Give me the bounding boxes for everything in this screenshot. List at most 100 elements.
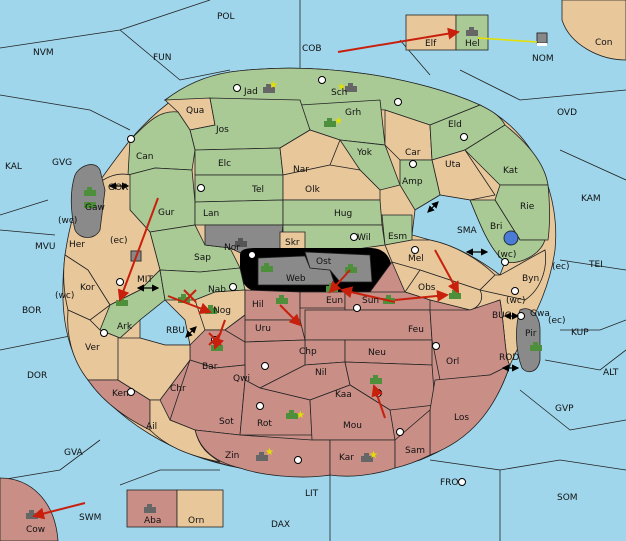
label-Rot: Rot [257,419,272,429]
label-Elf: Elf [425,39,437,49]
province-Uru[interactable] [244,319,306,343]
label-Mou: Mou [343,421,362,431]
province-Neu[interactable] [344,339,433,366]
province-Elc[interactable] [194,147,284,176]
connectors [108,182,520,372]
label-Olk: Olk [305,185,321,195]
label-Ken: Ken [112,389,129,399]
label-Aba: Aba [144,516,161,526]
label-BOR: BOR [22,306,41,316]
label-Nil: Nil [315,368,327,378]
label-Bri: Bri [490,222,502,232]
label-COB: COB [302,44,322,54]
province-Tel[interactable] [194,174,284,203]
label-Her: Her [69,240,85,250]
label-Rie: Rie [520,202,535,212]
label-Bar: Bar [202,362,218,372]
label-wc4: (wc) [506,296,525,306]
label-Con: Con [595,38,613,48]
label-ec3: (ec) [548,316,566,326]
label-Ost: Ost [316,257,332,267]
label-Sap: Sap [194,253,211,263]
province-Kor[interactable] [63,254,111,321]
label-BUC: BUC [492,311,511,321]
label-Jad: Jad [243,87,258,97]
label-Los: Los [454,413,469,423]
label-Nor: Nor [224,243,240,253]
svg-text:★: ★ [337,82,346,93]
province-Chr[interactable] [117,337,191,401]
province-Orn[interactable] [176,489,224,528]
label-Ail: Ail [146,422,157,432]
label-NVM: NVM [33,48,54,58]
province-Hel[interactable] [455,14,489,51]
label-DOR: DOR [27,371,47,381]
province-Mou[interactable] [309,384,396,441]
province-Yok[interactable] [339,139,401,191]
label-OVD: OVD [557,108,577,118]
label-MVU: MVU [35,242,56,252]
label-Kar: Kar [339,453,354,463]
label-GOR: GOR [108,183,128,193]
orders [32,27,538,520]
label-FRO: FRO [440,478,459,488]
province-Ail[interactable] [149,399,221,463]
labels: POL NVM FUN COB Elf Hel NOM Con OVD KAL … [5,12,619,535]
province-Pir[interactable] [516,308,541,373]
label-Eld: Eld [448,120,462,130]
label-Gur: Gur [158,208,175,218]
label-wc1: (wc) [58,216,77,226]
label-ROD: ROD [499,353,519,363]
label-TEI: TEI [588,260,603,270]
province-Hug[interactable] [282,199,383,226]
label-Uru: Uru [255,324,271,334]
label-Eun: Eun [326,296,343,306]
label-Nar: Nar [293,165,309,175]
label-Hug: Hug [334,209,352,219]
label-GVG: GVG [52,158,72,168]
label-Zin: Zin [225,451,239,461]
province-Nar[interactable] [279,129,341,176]
label-Nog: Nog [213,306,231,316]
label-Qua: Qua [186,106,204,116]
supply-centers [100,76,525,486]
label-RBU: RBU [166,326,185,336]
label-Mel: Mel [408,254,424,264]
province-Sam[interactable] [394,409,431,469]
label-Kaa: Kaa [335,390,352,400]
label-Hel: Hel [465,39,480,49]
province-Kaa[interactable] [344,361,436,411]
label-Pir: Pir [525,329,537,339]
svg-text:★: ★ [265,447,274,458]
label-Kat: Kat [503,166,518,176]
svg-text:★: ★ [269,80,278,91]
province-Gaw[interactable] [70,164,106,238]
label-NOM: NOM [532,54,554,64]
province-Jad-Sch[interactable] [163,67,482,126]
label-MIT: MIT [137,275,153,285]
label-Gaw: Gaw [85,203,105,213]
province-Ver[interactable] [67,309,121,381]
label-Tel: Tel [251,185,264,195]
svg-text:★: ★ [369,450,378,461]
province-Byn[interactable] [479,249,547,301]
label-wc2: (wc) [55,291,74,301]
label-Elc: Elc [218,159,231,169]
label-Cow: Cow [26,525,45,535]
label-Orl: Orl [446,357,459,367]
label-Web: Web [286,274,306,284]
label-SWM: SWM [79,513,101,523]
label-Feu: Feu [408,325,424,335]
label-ALT: ALT [603,368,619,378]
label-Chp: Chp [299,347,317,357]
label-Car: Car [405,148,421,158]
label-Hil: Hil [252,300,264,310]
label-Byn: Byn [522,274,539,284]
label-Sam: Sam [405,446,425,456]
svg-text:★: ★ [334,116,343,127]
label-ec1: (ec) [110,236,128,246]
label-LIT: LIT [305,489,319,499]
label-Gwa: Gwa [530,309,550,319]
label-GVA: GVA [64,448,84,458]
